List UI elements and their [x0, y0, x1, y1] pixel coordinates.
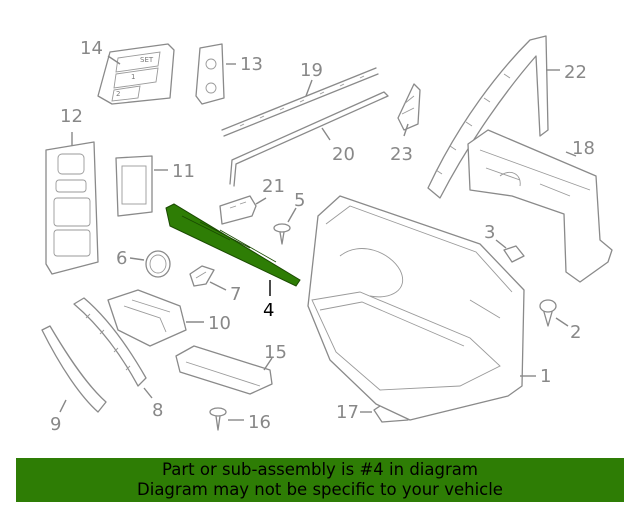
- leader-19: [305, 79, 313, 97]
- part-12-window-switch[interactable]: [45, 141, 99, 275]
- label-9[interactable]: 9: [50, 414, 61, 435]
- part-19-belt-molding[interactable]: [221, 67, 379, 137]
- label-20[interactable]: 20: [332, 144, 355, 165]
- part-14-memory-switch[interactable]: SET 1 2: [97, 43, 175, 105]
- label-5[interactable]: 5: [294, 190, 305, 211]
- part-10-handle-housing[interactable]: [107, 289, 187, 347]
- part-16-screw[interactable]: [209, 407, 227, 431]
- leader-18: [565, 151, 577, 157]
- label-6[interactable]: 6: [116, 248, 127, 269]
- part-1-door-trim-panel[interactable]: [307, 195, 525, 421]
- leader-2: [555, 317, 569, 327]
- leader-14: [107, 55, 121, 65]
- label-7[interactable]: 7: [230, 284, 241, 305]
- notice-banner: Part or sub-assembly is #4 in diagram Di…: [16, 458, 624, 502]
- label-15[interactable]: 15: [264, 342, 287, 363]
- banner-line-2: Diagram may not be specific to your vehi…: [137, 480, 503, 499]
- part-2-clip[interactable]: [539, 299, 557, 327]
- part-4-highlighted-panel[interactable]: [165, 203, 301, 287]
- part-6-ring[interactable]: [145, 250, 171, 278]
- label-10[interactable]: 10: [208, 313, 231, 334]
- leader-21: [255, 197, 267, 205]
- memory-1-text: 1: [131, 73, 135, 81]
- part-9-trim-strip[interactable]: [41, 325, 107, 413]
- label-21[interactable]: 21: [262, 176, 285, 197]
- leader-7: [209, 281, 227, 291]
- label-16[interactable]: 16: [248, 412, 271, 433]
- part-15-armrest-pad[interactable]: [175, 345, 273, 395]
- part-18-inner-panel[interactable]: [467, 129, 613, 283]
- part-20-trim-strip[interactable]: [229, 91, 389, 187]
- part-5-clip[interactable]: [273, 223, 291, 245]
- label-1[interactable]: 1: [540, 366, 551, 387]
- label-4[interactable]: 4: [263, 300, 274, 321]
- part-8-pull-trim[interactable]: [73, 297, 147, 387]
- part-13-lock-switch[interactable]: [195, 43, 225, 105]
- label-17[interactable]: 17: [336, 402, 359, 423]
- label-22[interactable]: 22: [564, 62, 587, 83]
- parts-diagram: SET 1 2 14 13 19 20 23 22: [41, 35, 613, 435]
- label-23[interactable]: 23: [390, 144, 413, 165]
- label-13[interactable]: 13: [240, 54, 263, 75]
- leader-15: [263, 357, 273, 371]
- part-11-switch-bezel[interactable]: [115, 155, 153, 217]
- label-18[interactable]: 18: [572, 138, 595, 159]
- label-12[interactable]: 12: [60, 106, 83, 127]
- leader-5: [287, 207, 297, 223]
- leader-23: [403, 123, 409, 137]
- leader-9: [59, 399, 67, 413]
- part-7-handle-bezel[interactable]: [189, 265, 215, 287]
- label-3[interactable]: 3: [484, 222, 495, 243]
- label-8[interactable]: 8: [152, 400, 163, 421]
- label-2[interactable]: 2: [570, 322, 581, 343]
- label-11[interactable]: 11: [172, 161, 195, 182]
- banner-line-1: Part or sub-assembly is #4 in diagram: [162, 460, 478, 479]
- label-14[interactable]: 14: [80, 38, 103, 59]
- part-21-bracket[interactable]: [219, 195, 257, 225]
- leader-3: [495, 239, 507, 249]
- part-23-mirror-trim[interactable]: [397, 83, 421, 131]
- part-3-small-switch[interactable]: [503, 245, 525, 263]
- memory-2-text: 2: [116, 90, 120, 98]
- leader-8: [143, 387, 153, 399]
- leader-20: [321, 127, 331, 141]
- set-button-text: SET: [140, 56, 154, 64]
- leader-6: [129, 257, 145, 261]
- label-19[interactable]: 19: [300, 60, 323, 81]
